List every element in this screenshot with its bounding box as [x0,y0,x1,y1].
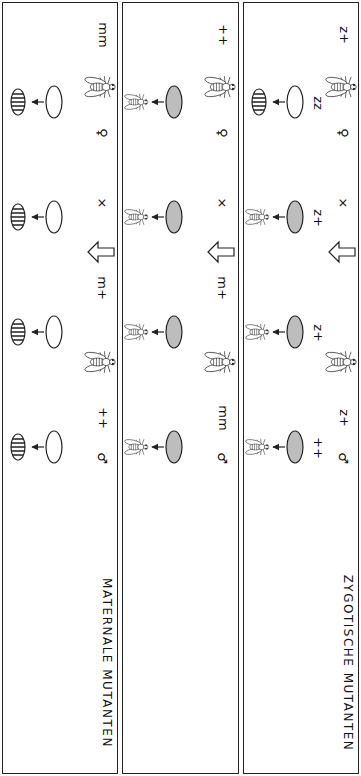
genotype-label: z+ [338,409,351,427]
sex-symbol: ♂ [216,452,229,464]
genotype-label: z+ [312,324,325,342]
sex-symbol: ♀ [96,128,109,138]
genotype-label: ++ [217,24,230,46]
genotype-label: mm [217,405,230,430]
panel: z+ ♀ × z+ ♂ ZYGOTISCHE MUTANTEN zz z+ z+ ++ [243,2,359,774]
genotype-label: zz [312,96,325,110]
sex-symbol: ♂ [337,452,350,464]
genotype-label: m+ [216,276,229,300]
cross-sign: × [96,198,109,209]
panel: ++ ♀ × m+ mm ♂ [122,2,239,774]
cross-sign: × [216,198,229,209]
genotype-label: mm [97,22,110,47]
panel: mm ♀ × m+ ++ ♂ MATERNALE MUTANTEN [2,2,118,774]
genotype-label: z+ [338,26,351,44]
genotype-label: ++ [97,407,110,429]
panel-heading: MATERNALE MUTANTEN [101,578,113,748]
panel-heading: ZYGOTISCHE MUTANTEN [342,575,354,752]
genotype-label: z+ [312,209,325,227]
sex-symbol: ♂ [96,452,109,464]
cross-sign: × [337,198,350,209]
genotype-label: ++ [312,437,325,459]
sex-symbol: ♀ [337,128,350,138]
sex-symbol: ♀ [216,128,229,138]
genotype-label: m+ [96,276,109,300]
